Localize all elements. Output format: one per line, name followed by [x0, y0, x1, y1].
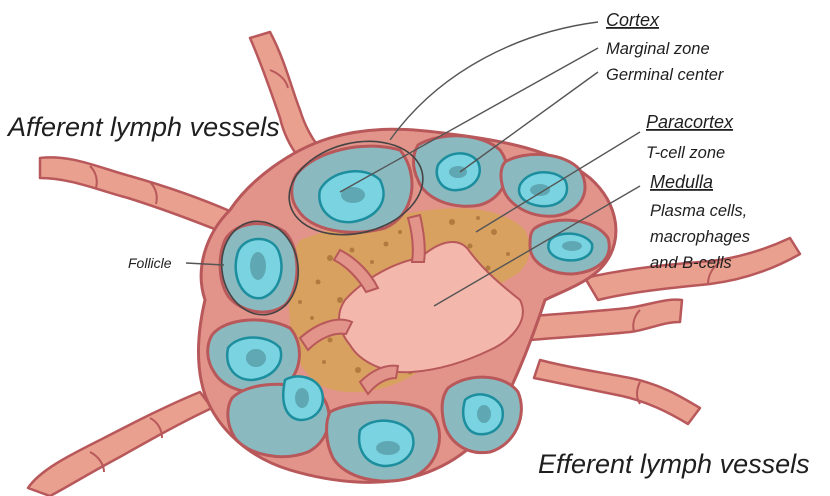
- follicle-left: [220, 224, 297, 313]
- afferent-vessel-left-upper: [40, 157, 232, 232]
- cortex-heading: Cortex: [606, 10, 660, 30]
- medulla-desc-line-1: Plasma cells,: [650, 202, 747, 220]
- follicle-bottom-right: [442, 377, 521, 452]
- efferent-vessels-label: Efferent lymph vessels: [538, 449, 810, 479]
- tcell-zone-label: T-cell zone: [646, 144, 725, 162]
- efferent-vessel-right-lower: [534, 360, 700, 424]
- paracortex-heading: Paracortex: [646, 112, 734, 132]
- afferent-vessel-left-lower: [28, 392, 212, 496]
- medulla-desc-line-3: and B-cells: [650, 254, 732, 272]
- medulla-heading: Medulla: [650, 172, 713, 192]
- afferent-vessels-label: Afferent lymph vessels: [6, 112, 280, 142]
- follicle-bottom-center: [327, 402, 440, 481]
- cortex-leader: [390, 22, 598, 140]
- marginal-zone-label: Marginal zone: [606, 40, 710, 58]
- germinal-center-label: Germinal center: [606, 66, 725, 84]
- follicle-right: [530, 220, 609, 274]
- follicle-label: Follicle: [128, 255, 172, 271]
- medulla-desc-line-2: macrophages: [650, 228, 750, 246]
